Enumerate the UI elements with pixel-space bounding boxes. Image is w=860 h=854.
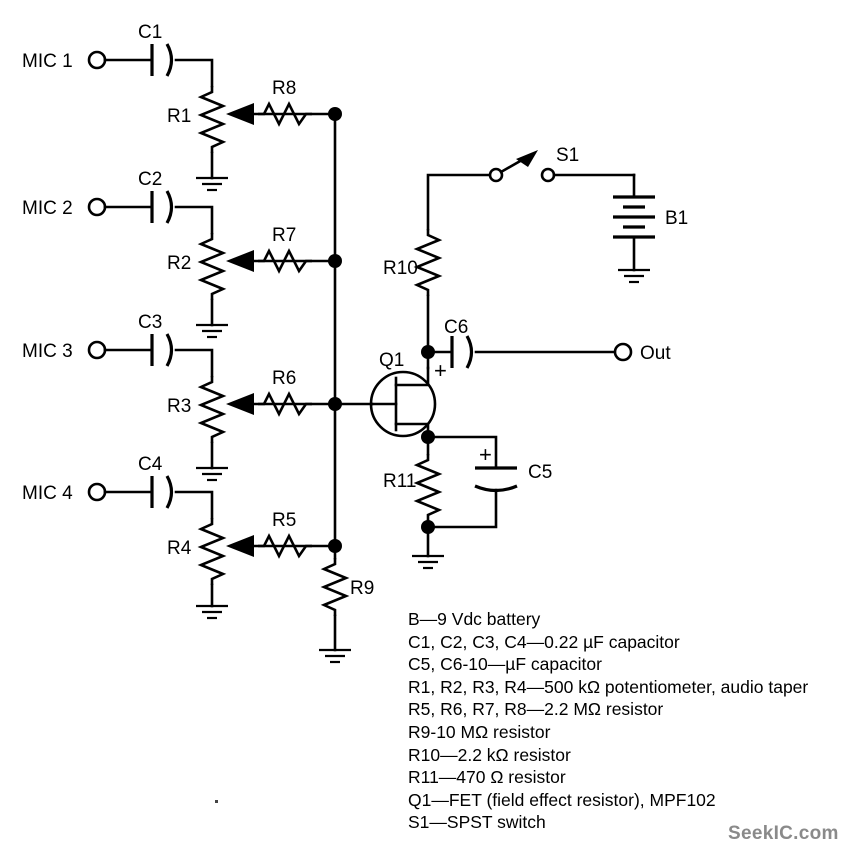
out-label: Out: [640, 343, 671, 364]
channel-mic1: [87, 43, 342, 192]
s1-blade-arrow: [516, 150, 538, 167]
parts-item: Q1—FET (field effect resistor), MPF102: [408, 789, 716, 810]
c3-label: C3: [138, 312, 162, 333]
r4-wiper-arrow: [226, 535, 254, 557]
c2-plate-right: [165, 190, 174, 224]
s1-switch[interactable]: [488, 150, 636, 183]
r7-label: R7: [272, 225, 296, 246]
c6-output-branch: [433, 335, 633, 369]
r7-body: [258, 248, 312, 274]
parts-item: R5, R6, R7, R8—2.2 MΩ resistor: [408, 699, 664, 720]
c6-polarity: +: [434, 358, 447, 383]
s1-pole-terminal[interactable]: [488, 167, 504, 183]
b1-battery: [613, 173, 655, 284]
r3-label: R3: [167, 396, 191, 417]
c1-plate-right: [165, 43, 174, 77]
parts-list: B—9 Vdc battery C1, C2, C3, C4—0.22 µF c…: [408, 608, 860, 834]
parts-item: R1, R2, R3, R4—500 kΩ potentiometer, aud…: [408, 676, 809, 697]
r1-label: R1: [167, 106, 191, 127]
mic4-terminal[interactable]: [87, 482, 107, 502]
r6-body: [258, 391, 312, 417]
parts-item: R9-10 MΩ resistor: [408, 721, 551, 742]
r1-wiper-arrow: [226, 103, 254, 125]
r10-branch: [413, 173, 492, 370]
r10-body: [413, 229, 443, 296]
mic2-label: MIC 2: [22, 198, 73, 219]
b1-label: B1: [665, 208, 688, 229]
c1-label: C1: [138, 22, 162, 43]
c3-plate-right: [165, 333, 174, 367]
q1-label: Q1: [379, 350, 404, 371]
c6-plate-right: [465, 335, 474, 369]
r4-label: R4: [167, 538, 192, 559]
parts-item: B—9 Vdc battery: [408, 609, 541, 629]
r1-body: [197, 86, 227, 153]
channel-mic2: [87, 190, 342, 339]
page-speck: [215, 800, 218, 803]
q1-drain: [394, 366, 430, 387]
c4-label: C4: [138, 454, 163, 475]
mic1-terminal[interactable]: [87, 50, 107, 70]
mic4-label: MIC 4: [22, 483, 73, 504]
s1-label: S1: [556, 145, 579, 166]
c5-top-lead: [426, 435, 498, 468]
r2-label: R2: [167, 253, 191, 274]
source-network: [412, 430, 518, 570]
r8-body: [258, 101, 312, 127]
c4-plate-right: [165, 475, 174, 509]
r3-wiper-arrow: [226, 393, 254, 415]
channel-mic3: [87, 333, 342, 482]
c5-bottom-lead: [426, 488, 498, 529]
mic2-terminal[interactable]: [87, 197, 107, 217]
parts-item: C5, C6-10—µF capacitor: [408, 654, 602, 675]
r11-label: R11: [383, 471, 416, 492]
c5-polarity: +: [479, 442, 492, 467]
c6-label: C6: [444, 317, 468, 338]
r11-body: [413, 454, 443, 521]
parts-item: C1, C2, C3, C4—0.22 µF capacitor: [408, 631, 680, 652]
watermark: SeekIC.com: [728, 823, 839, 844]
r8-label: R8: [272, 78, 296, 99]
r9-branch: [319, 544, 351, 664]
s1-throw-terminal[interactable]: [540, 167, 556, 183]
r10-label: R10: [383, 258, 418, 279]
c2-label: C2: [138, 169, 162, 190]
c5-label: C5: [528, 462, 552, 483]
r9-body: [320, 558, 350, 616]
mic1-label: MIC 1: [22, 51, 73, 72]
channel-mic4: [87, 475, 342, 620]
r2-wiper-arrow: [226, 250, 254, 272]
q1-fet: [333, 366, 437, 439]
r5-label: R5: [272, 510, 296, 531]
parts-item: S1—SPST switch: [408, 812, 546, 833]
r9-label: R9: [350, 578, 374, 599]
out-terminal[interactable]: [613, 342, 633, 362]
mic3-label: MIC 3: [22, 341, 73, 362]
r6-label: R6: [272, 368, 296, 389]
parts-item: R10—2.2 kΩ resistor: [408, 744, 571, 765]
r5-body: [258, 533, 312, 559]
parts-item: R11—470 Ω resistor: [408, 767, 566, 788]
mic3-terminal[interactable]: [87, 340, 107, 360]
